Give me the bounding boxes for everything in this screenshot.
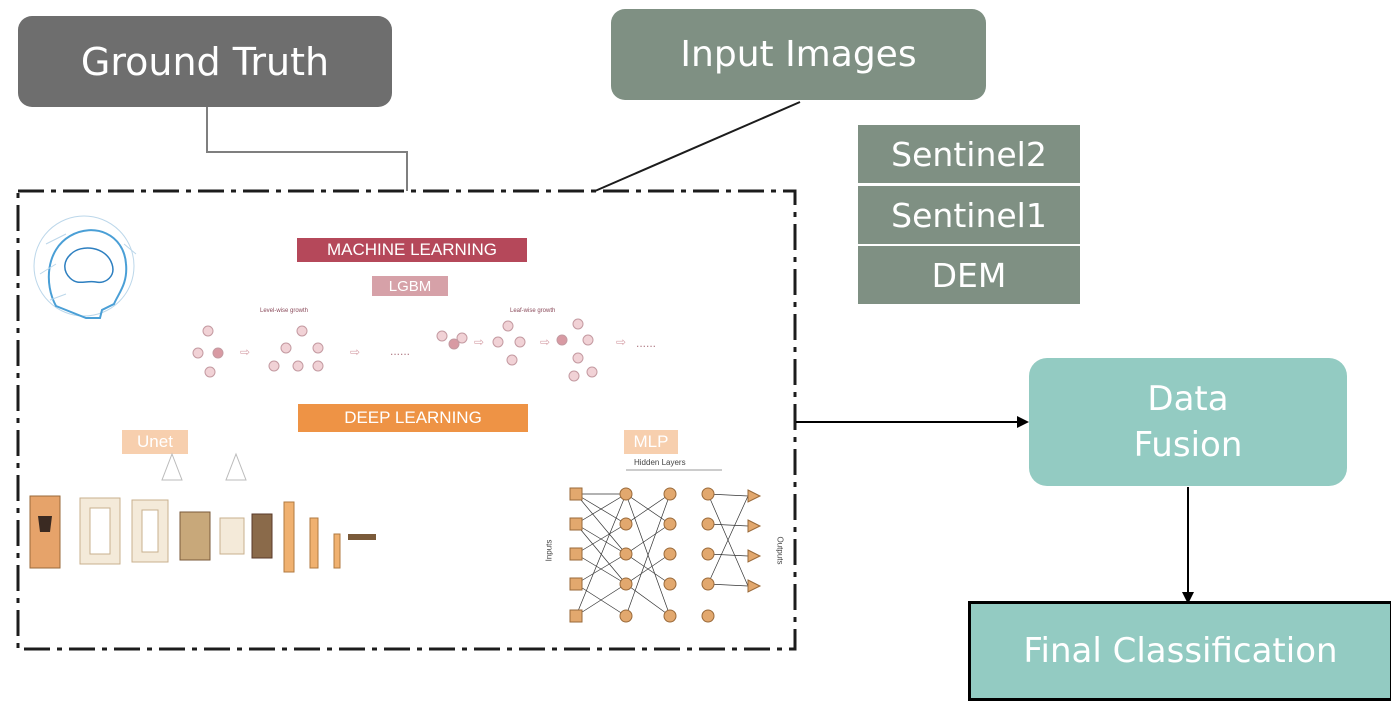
mlp-banner xyxy=(624,430,678,454)
unet-title: Unet xyxy=(137,432,173,451)
leaf-wise-label: Leaf-wise growth xyxy=(510,308,556,314)
level-wise-label: Level-wise growth xyxy=(260,308,309,314)
final-classification-label: Final Classification xyxy=(1023,631,1338,671)
dl-banner xyxy=(298,404,528,432)
sentinel1-label: Sentinel1 xyxy=(891,195,1047,235)
svg-text:⇨: ⇨ xyxy=(240,345,250,359)
svg-text:⇨: ⇨ xyxy=(540,335,550,349)
models-frame xyxy=(16,189,797,651)
mlp-network xyxy=(575,493,749,617)
sentinel1-box: Sentinel1 xyxy=(858,186,1080,244)
sentinel2-label: Sentinel2 xyxy=(891,134,1047,174)
inputs-label: Inputs xyxy=(544,539,554,562)
sentinel2-box: Sentinel2 xyxy=(858,125,1080,183)
ellipsis-1: ...... xyxy=(390,344,411,358)
final-classification-box: Final Classification xyxy=(968,601,1391,701)
mlp-title: MLP xyxy=(633,432,669,451)
ground-truth-box: Ground Truth xyxy=(18,16,392,107)
brain-icon xyxy=(33,215,137,319)
data-fusion-box: Data Fusion xyxy=(1029,358,1347,486)
input-images-label: Input Images xyxy=(680,34,917,75)
ellipsis-2: ...... xyxy=(636,336,657,350)
ground-truth-label: Ground Truth xyxy=(80,39,330,84)
input-images-box: Input Images xyxy=(611,9,986,100)
unet-banner xyxy=(122,430,188,454)
input-images-connector xyxy=(594,101,801,192)
ml-banner xyxy=(297,238,527,262)
level-wise-trees: ⇨ ⇨ xyxy=(192,325,360,378)
data-fusion-label-line1: Data xyxy=(1147,379,1229,419)
svg-text:⇨: ⇨ xyxy=(616,335,626,349)
svg-text:⇨: ⇨ xyxy=(350,345,360,359)
unet-diagram xyxy=(29,452,376,573)
lgbm-banner xyxy=(372,276,448,296)
svg-text:⇨: ⇨ xyxy=(474,335,484,349)
models-illustration: ⇨ ⇨ ⇨ ⇨ ⇨ xyxy=(22,196,790,644)
lgbm-title: LGBM xyxy=(388,277,432,295)
ground-truth-connector xyxy=(206,107,408,191)
ml-title: MACHINE LEARNING xyxy=(326,240,498,259)
dem-box: DEM xyxy=(858,246,1080,304)
leaf-wise-trees: ⇨ ⇨ ⇨ xyxy=(436,318,626,382)
dem-label: DEM xyxy=(931,255,1007,295)
mlp-nodes xyxy=(569,487,762,623)
data-fusion-label-line2: Fusion xyxy=(1133,425,1243,465)
outputs-label: Outputs xyxy=(775,536,785,565)
hidden-layers-label: Hidden Layers xyxy=(634,458,686,467)
models-graphic: ⇨ ⇨ ⇨ ⇨ ⇨ xyxy=(29,215,762,623)
dl-title: DEEP LEARNING xyxy=(344,408,482,427)
